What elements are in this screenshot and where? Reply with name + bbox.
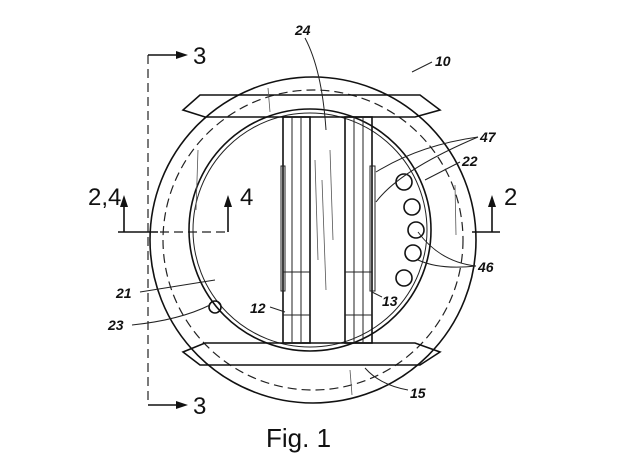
plate-13 (344, 116, 376, 344)
section-label-top: 3 (193, 43, 206, 70)
ref-12: 12 (250, 300, 266, 316)
housing (149, 76, 477, 404)
section-label-2-4: 2,4 (88, 184, 121, 211)
plate-12 (280, 116, 311, 344)
feature-23 (208, 300, 222, 314)
shading (195, 87, 457, 396)
leader-lines (131, 37, 479, 391)
figure-caption: Fig. 1 (266, 423, 331, 453)
ref-22: 22 (461, 153, 478, 169)
ref-24: 24 (294, 22, 311, 38)
ref-10: 10 (435, 53, 451, 69)
section-label-2: 2 (504, 184, 517, 211)
ref-15: 15 (410, 385, 426, 401)
ref-21: 21 (115, 285, 132, 301)
section-label-4: 4 (240, 184, 253, 211)
ref-46: 46 (477, 259, 494, 275)
section-line-2-4 (118, 195, 500, 233)
ref-47: 47 (479, 129, 497, 145)
section-line-3-3 (147, 51, 188, 409)
ref-13: 13 (382, 293, 398, 309)
ref-23: 23 (107, 317, 124, 333)
section-label-bottom: 3 (193, 393, 206, 420)
